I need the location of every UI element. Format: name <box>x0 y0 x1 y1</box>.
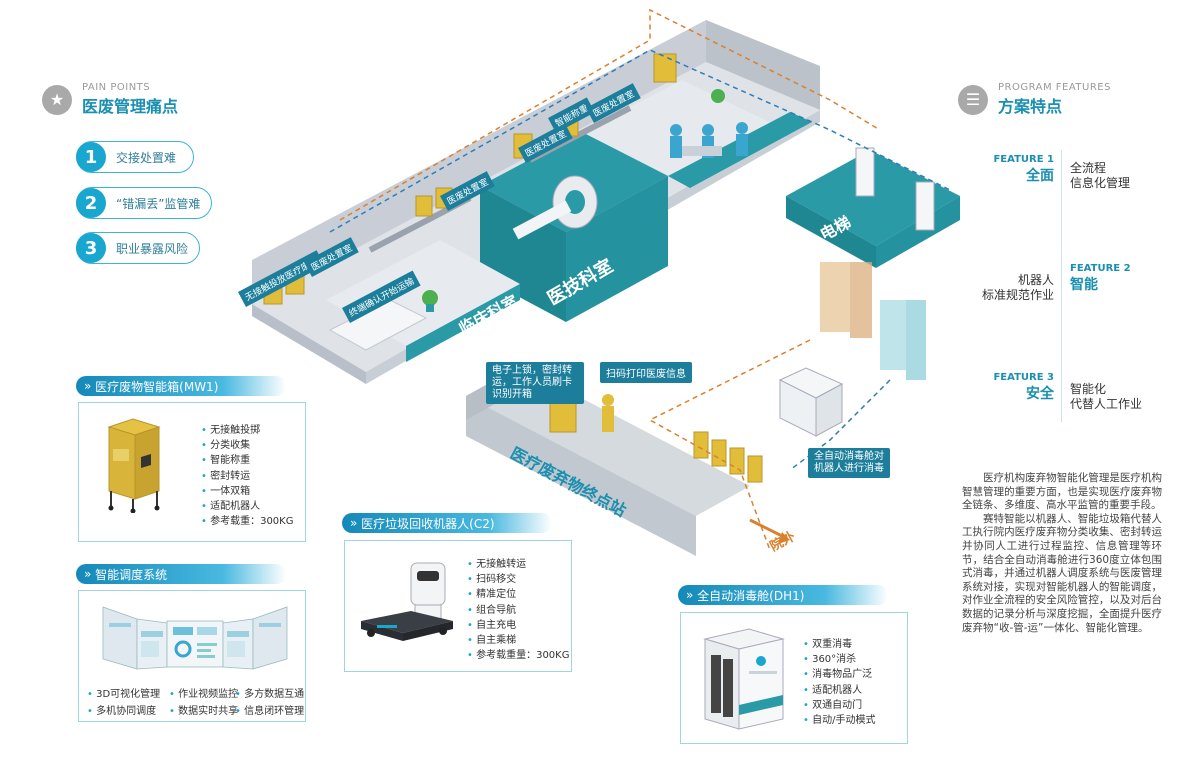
c2-bullet: 组合导航 <box>467 603 569 618</box>
elevator-top <box>786 150 960 246</box>
dh1-bullet: 自动/手动模式 <box>803 713 875 728</box>
mw1-title: 医疗废物智能箱(MW1) <box>95 379 219 394</box>
pain-point-item: 1 交接处置难 <box>76 141 194 173</box>
c2-bullet: 参考载重量：300KG <box>467 648 569 663</box>
elevator-shaft-blue <box>880 300 906 370</box>
feature-3-desc: 智能化 代替人工作业 <box>1070 382 1142 412</box>
dispatch-title: 智能调度系统 <box>95 567 168 582</box>
list-icon: ☰ <box>958 84 988 115</box>
dh1-bullet: 消毒物品广泛 <box>803 667 875 682</box>
mw1-card-title: » 医疗废物智能箱(MW1) <box>76 376 286 396</box>
c2-bullet: 无接触转运 <box>467 557 569 572</box>
dh1-bullet: 适配机器人 <box>803 683 875 698</box>
mw1-card: 无接触投掷 分类收集 智能称重 密封转运 一体双箱 适配机器人 参考载重：300… <box>78 402 306 542</box>
mw1-bullet: 一体双箱 <box>201 484 293 499</box>
feature-en: FEATURE 2 <box>1070 263 1131 274</box>
c2-bullet: 精准定位 <box>467 587 569 602</box>
c2-card-title: » 医疗垃圾回收机器人(C2) <box>342 513 552 533</box>
double-chevron-icon: » <box>350 516 362 530</box>
pain-point-label: 交接处置难 <box>116 150 177 165</box>
double-chevron-icon: » <box>84 567 96 581</box>
description-paragraph: 赛特智能以机器人、智能垃圾箱代替人工执行院内医疗废弃物分类收集、密封转运并协同人… <box>962 512 1162 634</box>
dispatch-card-title: » 智能调度系统 <box>76 564 286 584</box>
dashboard-screens-illustration <box>102 606 288 670</box>
tag-lock-seal: 电子上锁，密封转运，工作人员刷卡识别开箱 <box>486 362 584 404</box>
pain-points-title-cn: 医废管理痛点 <box>82 97 179 116</box>
feature-desc-line: 机器人 <box>1017 273 1054 287</box>
feature-3: FEATURE 3 安全 <box>990 372 1054 403</box>
c2-bullet: 自主乘梯 <box>467 633 569 648</box>
double-chevron-icon: » <box>84 379 96 393</box>
dh1-bullet: 360°消杀 <box>803 652 875 667</box>
program-features-title-en: PROGRAM FEATURES <box>998 82 1111 93</box>
feature-1-desc: 全流程 信息化管理 <box>1070 161 1130 191</box>
mw1-bullet: 无接触投掷 <box>201 423 293 438</box>
feature-1: FEATURE 1 全面 <box>990 154 1054 185</box>
feature-desc-line: 信息化管理 <box>1070 176 1131 190</box>
c2-title: 医疗垃圾回收机器人(C2) <box>361 516 495 531</box>
pain-point-number: 3 <box>76 233 106 263</box>
feature-2: FEATURE 2 智能 <box>1070 263 1131 294</box>
pain-point-label: 职业暴露风险 <box>116 241 189 256</box>
feature-desc-line: 全流程 <box>1070 161 1107 175</box>
feature-cn: 安全 <box>1026 386 1054 402</box>
program-features-header: ☰ PROGRAM FEATURES 方案特点 <box>958 82 1111 117</box>
pain-points-title-en: PAIN POINTS <box>82 82 151 93</box>
feature-en: FEATURE 1 <box>993 154 1054 165</box>
dh1-title: 全自动消毒舱(DH1) <box>697 588 805 603</box>
pain-point-item: 3 职业暴露风险 <box>76 232 200 264</box>
dispatch-bullet: 数据实时共享 <box>169 704 238 719</box>
mw1-bullet: 密封转运 <box>201 469 293 484</box>
description-paragraph: 医疗机构废弃物智能化管理是医疗机构智慧管理的重要方面，也是实现医疗废弃物全链条、… <box>962 472 1162 512</box>
star-icon: ★ <box>42 84 72 115</box>
feature-desc-line: 智能化 <box>1070 382 1107 396</box>
dispatch-bullet: 多方数据互通 <box>235 687 305 702</box>
mw1-bullet: 参考载重：300KG <box>201 514 293 529</box>
c2-bullet: 扫码移交 <box>467 572 569 587</box>
tag-auto-disinfect: 全自动消毒舱对机器人进行消毒 <box>808 448 890 478</box>
program-features-title-cn: 方案特点 <box>998 97 1063 116</box>
elevator-shaft-orange <box>820 262 850 332</box>
feature-desc-line: 代替人工作业 <box>1070 397 1143 411</box>
dh1-bullet: 双通自动门 <box>803 698 875 713</box>
mw1-bullet: 智能称重 <box>201 453 293 468</box>
pain-point-label: “错漏丢”监管难 <box>116 196 201 211</box>
c2-bullet: 自主充电 <box>467 618 569 633</box>
feature-cn: 全面 <box>1026 168 1054 184</box>
feature-cn: 智能 <box>1070 277 1098 293</box>
dispatch-card: 3D可视化管理 作业视频监控 多方数据互通 多机协同调度 数据实时共享 信息闭环… <box>78 590 306 722</box>
pain-point-item: 2 “错漏丢”监管难 <box>76 187 212 219</box>
back-wall <box>252 20 706 304</box>
pain-point-number: 1 <box>76 142 106 172</box>
disinfection-chamber-illustration <box>703 628 785 730</box>
description-block: 医疗机构废弃物智能化管理是医疗机构智慧管理的重要方面，也是实现医疗废弃物全链条、… <box>962 472 1162 635</box>
dispatch-bullet: 作业视频监控 <box>169 687 238 702</box>
dh1-bullet: 双重消毒 <box>803 637 875 652</box>
mw1-bullet: 分类收集 <box>201 438 293 453</box>
mw1-bullet: 适配机器人 <box>201 499 293 514</box>
robot-illustration <box>361 562 453 641</box>
dispatch-bullet: 多机协同调度 <box>87 704 169 719</box>
pain-point-number: 2 <box>76 188 106 218</box>
feature-divider <box>1061 150 1062 422</box>
dispatch-bullet: 信息闭环管理 <box>235 704 305 719</box>
c2-card: 无接触转运 扫码移交 精准定位 组合导航 自主充电 自主乘梯 参考载重量：300… <box>344 540 572 672</box>
tag-scan-print: 扫码打印医废信息 <box>600 362 692 383</box>
dh1-card-title: » 全自动消毒舱(DH1) <box>678 585 888 605</box>
dh1-card: 双重消毒 360°消杀 消毒物品广泛 适配机器人 双通自动门 自动/手动模式 <box>680 612 908 744</box>
dispatch-bullet: 3D可视化管理 <box>87 687 169 702</box>
feature-2-desc: 机器人 标准规范作业 <box>968 273 1054 303</box>
double-chevron-icon: » <box>686 588 698 602</box>
smart-bin-illustration <box>107 418 161 513</box>
pain-points-header: ★ PAIN POINTS 医废管理痛点 <box>42 82 178 117</box>
feature-en: FEATURE 3 <box>993 372 1054 383</box>
feature-desc-line: 标准规范作业 <box>981 288 1054 302</box>
